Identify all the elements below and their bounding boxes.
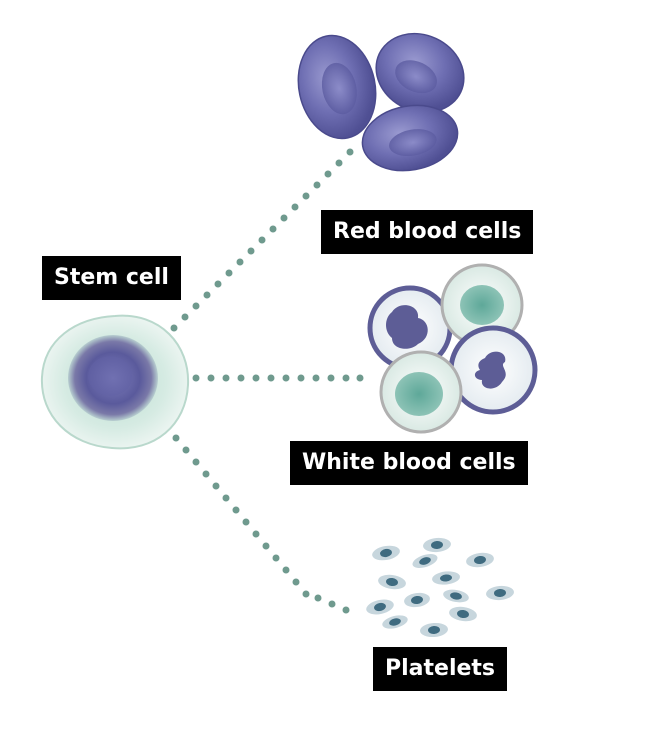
red-blood-cell-icon	[361, 104, 459, 172]
label-stem-cell: Stem cell	[42, 256, 181, 300]
platelet-icon	[404, 592, 430, 608]
connector-to-white-cells	[192, 374, 364, 382]
platelet-icon	[466, 552, 494, 568]
platelets-group	[366, 537, 514, 638]
platelet-icon	[372, 545, 400, 561]
platelet-icon	[382, 615, 408, 629]
platelet-icon	[443, 589, 469, 603]
connector-to-platelets	[172, 434, 350, 614]
red-blood-cell-icon	[375, 32, 465, 114]
red-blood-cells-group	[297, 32, 465, 172]
platelet-icon	[378, 574, 406, 590]
label-red-blood-cells: Red blood cells	[321, 210, 534, 254]
platelet-icon	[432, 571, 460, 585]
platelet-icon	[420, 622, 448, 638]
platelet-icon	[486, 585, 514, 601]
red-blood-cell-icon	[297, 34, 377, 140]
platelet-icon	[449, 606, 477, 622]
platelet-icon	[366, 599, 394, 615]
white-blood-cells-group	[367, 263, 538, 434]
platelet-icon	[412, 554, 438, 568]
platelet-icon	[423, 537, 451, 553]
white-blood-cell-icon	[440, 263, 524, 347]
label-white-blood-cells: White blood cells	[290, 441, 528, 485]
stem-cell-icon	[40, 314, 190, 450]
white-blood-cell-icon	[379, 350, 463, 434]
white-blood-cell-icon	[448, 325, 538, 415]
label-platelets: Platelets	[373, 647, 508, 691]
